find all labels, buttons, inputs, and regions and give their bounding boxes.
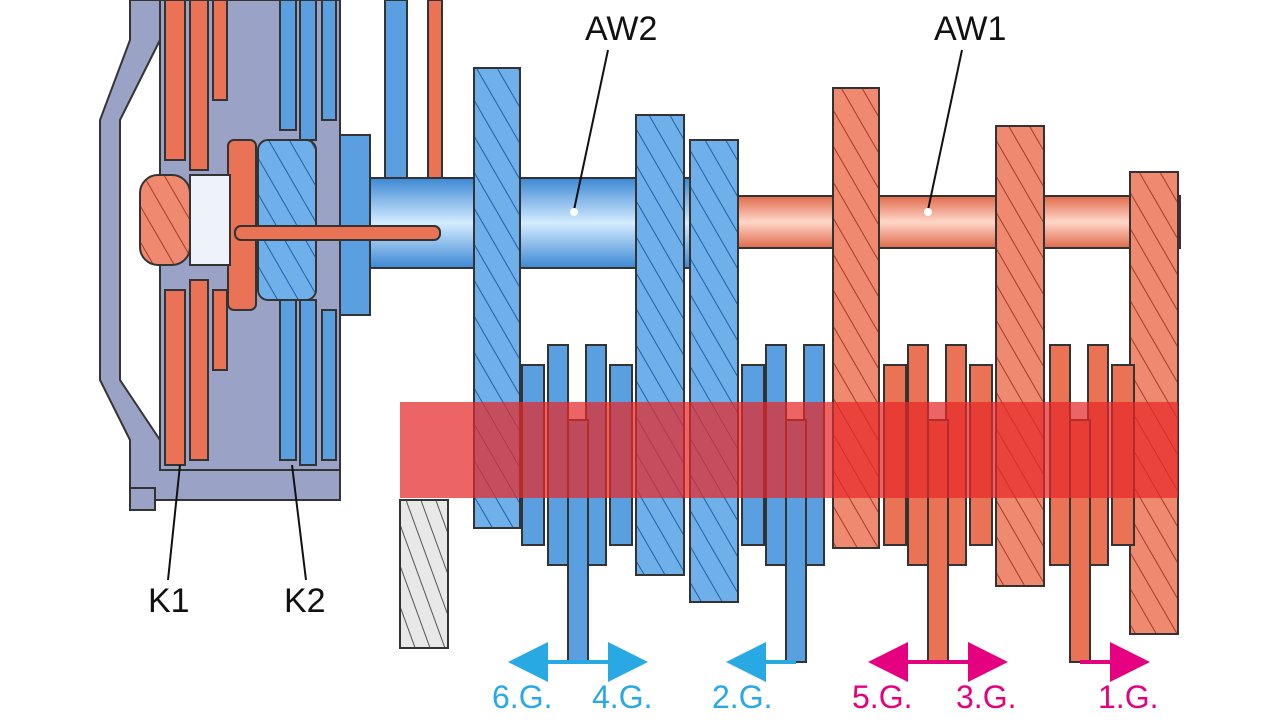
gear-label-2: 2.G. — [712, 679, 772, 715]
gear-4-drive — [635, 114, 685, 576]
gear-label-5: 5.G. — [852, 679, 912, 715]
output-shaft-highlight — [400, 402, 1178, 498]
label-k2: K2 — [284, 582, 326, 620]
label-aw1: AW1 — [934, 10, 1006, 48]
gear-label-6: 6.G. — [492, 679, 552, 715]
gear-2-drive — [689, 139, 739, 603]
gear-label-3: 3.G. — [956, 679, 1016, 715]
gear-3-drive — [995, 125, 1045, 587]
shaft-aw1 — [689, 195, 1181, 249]
output-gear-stub — [399, 499, 449, 649]
gear-label-4: 4.G. — [592, 679, 652, 715]
label-aw2: AW2 — [585, 10, 657, 48]
label-k1: K1 — [148, 582, 190, 620]
leader-lines — [167, 49, 963, 581]
clutch-k1 — [164, 0, 257, 466]
gear-label-1: 1.G. — [1098, 679, 1158, 715]
